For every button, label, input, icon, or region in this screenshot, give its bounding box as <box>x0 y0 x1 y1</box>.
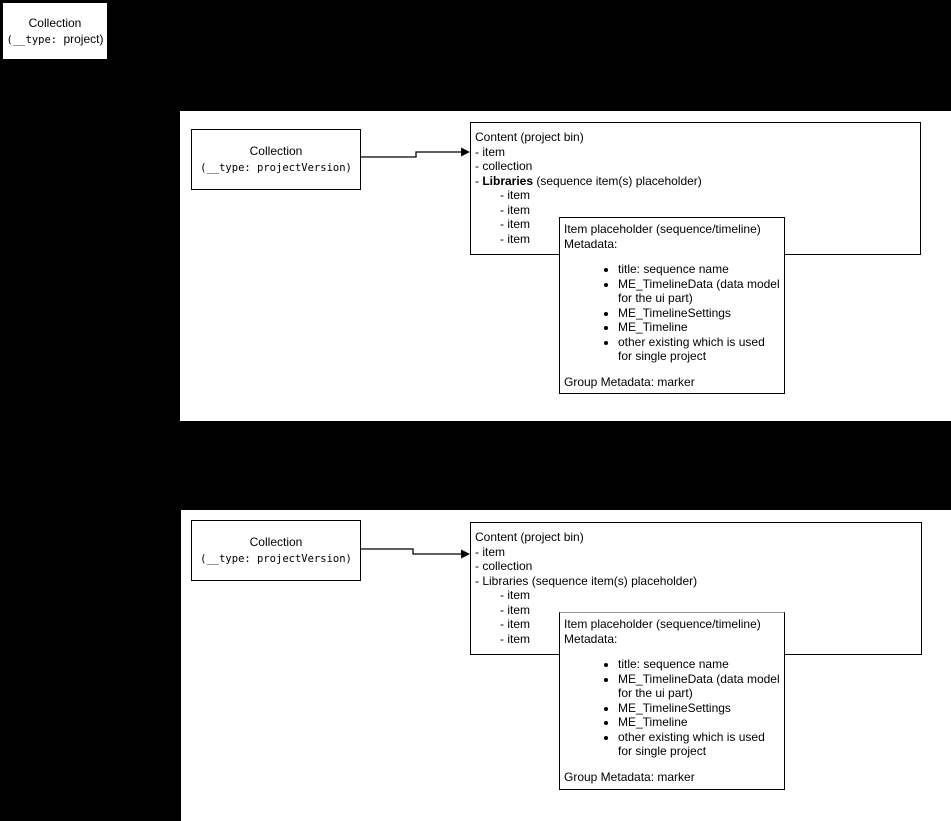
placeholder-subtitle: Metadata: <box>564 631 618 646</box>
collection-version-type: (__type: projectVersion) <box>200 161 352 174</box>
libraries-rest: (sequence item(s) placeholder) <box>533 173 702 188</box>
collection-version-box-bottom: Collection (__type: projectVersion) <box>191 520 361 581</box>
metadata-item: ME_Timeline <box>618 320 780 335</box>
content-libraries-line: - Libraries (sequence item(s) placeholde… <box>475 574 917 589</box>
placeholder-subtitle: Metadata: <box>564 236 618 251</box>
content-item: - collection <box>475 159 533 173</box>
content-sub-item: - item <box>500 202 530 217</box>
metadata-item: ME_TimelineSettings <box>618 306 780 321</box>
content-libraries-line: - Libraries (sequence item(s) placeholde… <box>475 174 916 189</box>
content-sub-item: - item <box>500 617 530 631</box>
metadata-item: ME_TimelineData (data model for the ui p… <box>618 277 780 306</box>
libraries-prefix: - <box>475 573 483 588</box>
item-placeholder-box-bottom: Item placeholder (sequence/timeline) Met… <box>559 612 785 790</box>
content-item: - item <box>475 544 505 559</box>
placeholder-title: Item placeholder (sequence/timeline) <box>564 617 761 631</box>
collection-project-title: Collection <box>28 15 82 30</box>
placeholder-footer: Group Metadata: marker <box>564 374 695 389</box>
placeholder-title: Item placeholder (sequence/timeline) <box>564 222 761 236</box>
collection-version-box-top: Collection (__type: projectVersion) <box>191 129 361 190</box>
collection-project-box: Collection (__type: project) <box>2 2 108 60</box>
libraries-prefix: - <box>475 173 483 188</box>
content-sub-item: - item <box>500 188 530 202</box>
type-value: project) <box>63 31 104 46</box>
collection-version-type: (__type: projectVersion) <box>200 552 352 565</box>
diagram-panel-top: Collection (__type: projectVersion) Cont… <box>180 111 951 421</box>
collection-version-title: Collection <box>249 534 303 549</box>
content-title: Content (project bin) <box>475 130 584 144</box>
metadata-item: other existing which is used for single … <box>618 335 780 364</box>
metadata-list: title: sequence name ME_TimelineData (da… <box>564 657 780 759</box>
content-project-bin-box-top: Content (project bin) - item - collectio… <box>470 122 921 255</box>
libraries-rest: (sequence item(s) placeholder) <box>528 573 698 588</box>
collection-version-title: Collection <box>249 143 303 158</box>
arrowhead-icon <box>461 147 470 157</box>
metadata-item: title: sequence name <box>618 262 780 277</box>
placeholder-footer: Group Metadata: marker <box>564 769 695 784</box>
content-sub-item: - item <box>500 231 530 246</box>
diagram-panel-bottom: Collection (__type: projectVersion) Cont… <box>181 510 951 821</box>
type-key-mono: (__type: <box>6 33 64 46</box>
libraries-word: Libraries <box>482 173 534 188</box>
metadata-item: ME_TimelineSettings <box>618 701 780 716</box>
metadata-list: title: sequence name ME_TimelineData (da… <box>564 262 780 364</box>
metadata-item: other existing which is used for single … <box>618 730 780 759</box>
content-sub-item: - item <box>500 217 530 231</box>
content-title: Content (project bin) <box>475 530 584 544</box>
collection-project-type: (__type: project) <box>7 31 104 48</box>
content-sub-item: - item <box>500 602 530 617</box>
arrowhead-icon <box>461 549 470 559</box>
metadata-item: title: sequence name <box>618 657 780 672</box>
content-sub-item: - item <box>500 588 530 602</box>
content-sub-item: - item <box>500 631 530 646</box>
metadata-item: ME_TimelineData (data model for the ui p… <box>618 672 780 701</box>
metadata-item: ME_Timeline <box>618 715 780 730</box>
item-placeholder-box-top: Item placeholder (sequence/timeline) Met… <box>559 217 785 394</box>
content-item: - collection <box>475 559 533 573</box>
libraries-word: Libraries <box>482 573 529 588</box>
content-item: - item <box>475 144 505 159</box>
